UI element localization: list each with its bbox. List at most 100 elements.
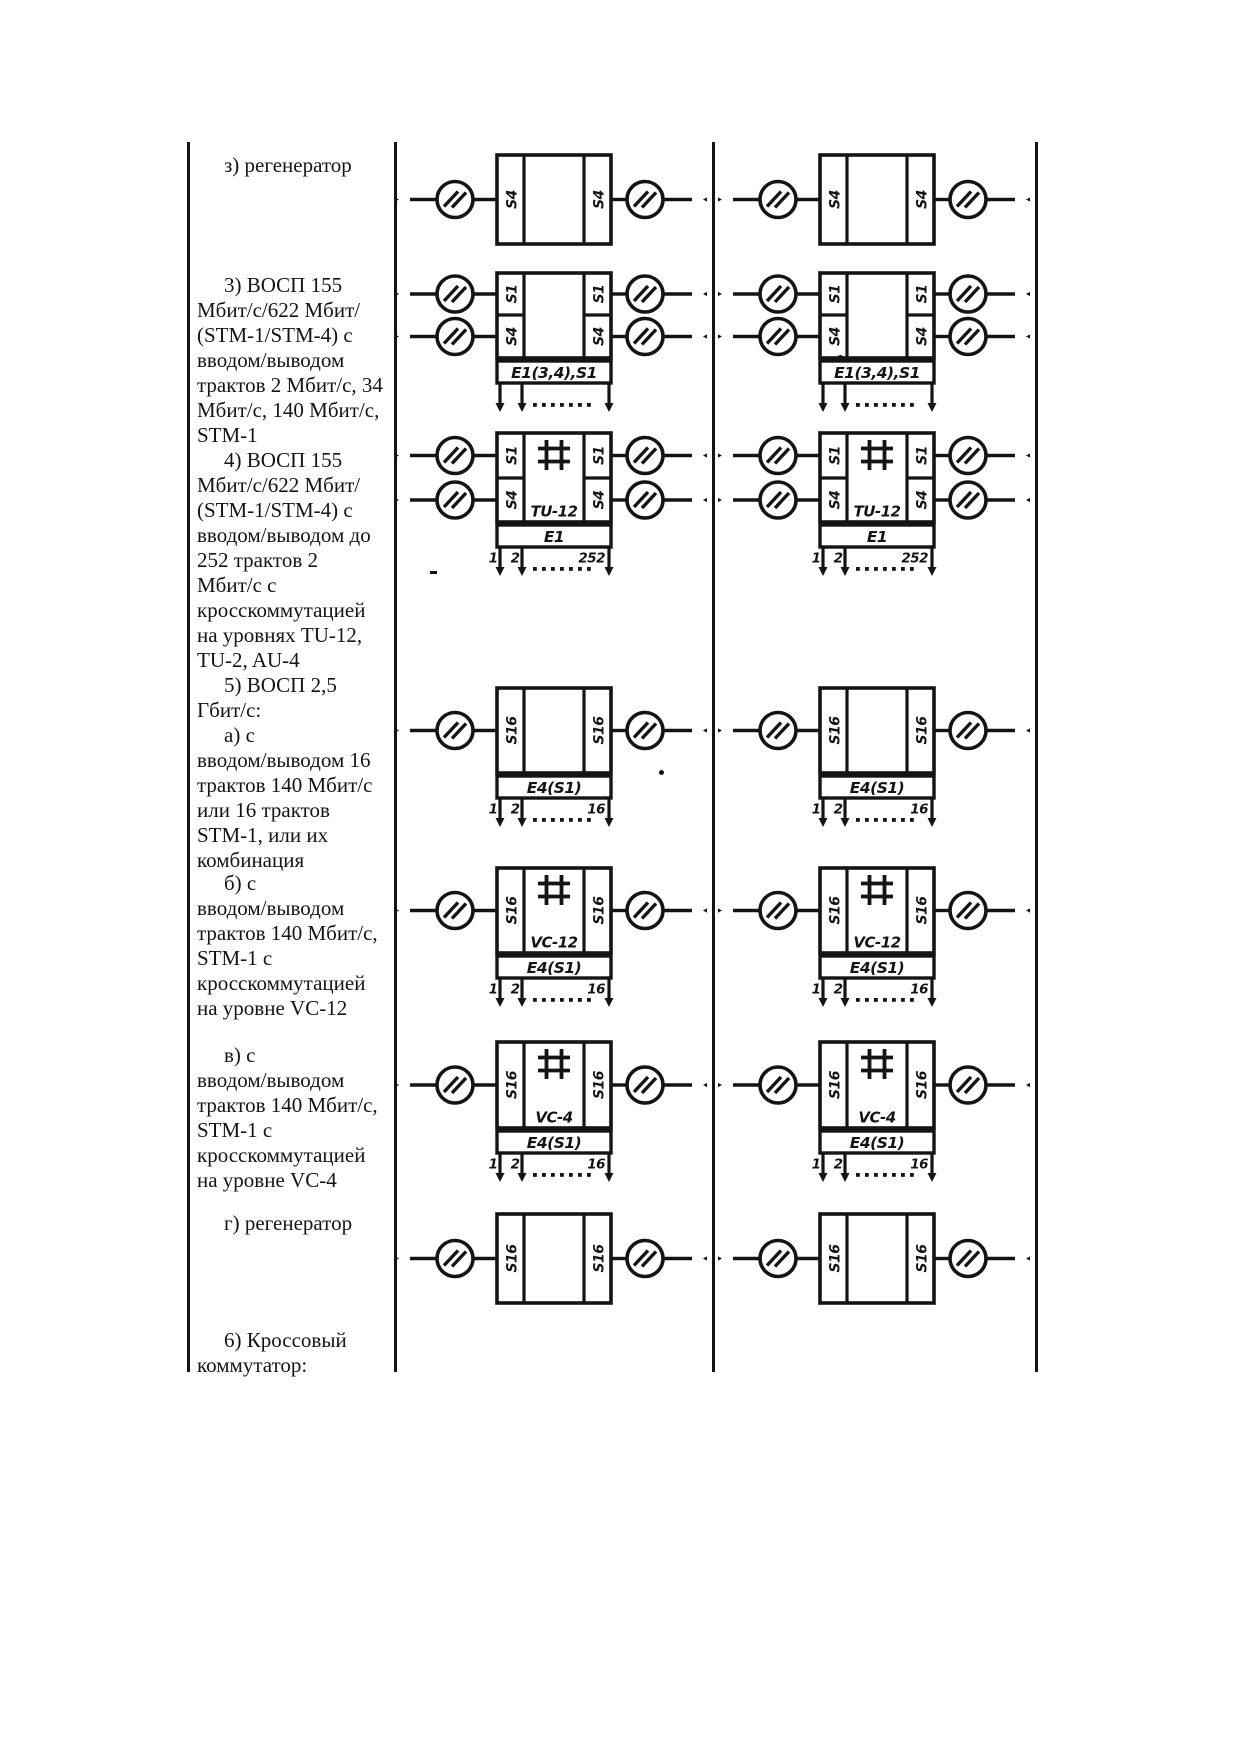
tributary-drop-arrow-icon — [927, 1173, 937, 1182]
wire — [955, 1075, 973, 1094]
optical-connector-icon — [948, 179, 988, 220]
tributary-bus-label: E4(S1) — [527, 959, 582, 977]
text-line: STM-1, или их — [197, 823, 329, 847]
line-out-right-arrow-icon — [703, 287, 715, 301]
optical-connector-icon — [758, 179, 798, 220]
tributary-bus-bar — [818, 359, 936, 385]
tributary-drop-arrow-icon — [840, 1173, 850, 1182]
wire — [632, 446, 650, 464]
optical-connector-icon — [948, 274, 988, 314]
line-out-right-arrow-icon — [1026, 330, 1038, 343]
cross-connect-level-label: VC-12 — [530, 933, 577, 951]
optical-connector-icon — [625, 274, 665, 314]
text-line: вводом/выводом 16 — [197, 748, 371, 772]
optical-connector-icon — [625, 1065, 665, 1105]
wire — [773, 1250, 791, 1268]
wire — [450, 285, 468, 304]
wire — [632, 1249, 650, 1267]
line-out-left-arrow-icon — [387, 904, 399, 917]
optical-connector-icon — [625, 1238, 665, 1279]
text-line: Мбит/с с — [197, 573, 277, 597]
optical-connector-icon — [435, 890, 475, 931]
ellipsis-dots — [856, 998, 914, 1002]
tributary-bus-label: E4(S1) — [527, 779, 582, 797]
optical-connector-icon — [948, 480, 988, 520]
optical-connector-icon — [948, 435, 988, 476]
wire — [963, 722, 981, 740]
ellipsis-dots — [856, 567, 914, 571]
wire — [632, 284, 650, 303]
wire — [963, 285, 981, 304]
wire — [442, 284, 460, 303]
tick-label: 1 — [812, 1157, 821, 1173]
tributary-drop-arrow-icon — [517, 998, 527, 1007]
line-out-left-arrow-icon — [387, 1078, 399, 1092]
aggregate-port-label: S16 — [914, 1244, 930, 1273]
tributary-drop-arrow-icon — [495, 403, 505, 412]
wire — [450, 1250, 468, 1268]
tributary-drop-arrow-icon — [840, 818, 850, 827]
text-line: (STM-1/STM-4) с — [197, 498, 353, 522]
ellipsis-dots — [533, 567, 591, 571]
tributary-drop-arrow-icon — [818, 403, 828, 412]
optical-connector-icon — [948, 890, 988, 931]
wire — [773, 902, 791, 920]
tributary-drop-arrow-icon — [517, 1173, 527, 1182]
text-line: вводом/выводом до — [197, 523, 371, 547]
wire — [773, 328, 791, 346]
tributary-drop-arrow-icon — [495, 1173, 505, 1182]
optical-connector-icon — [435, 274, 475, 314]
tributary-bus-label: E4(S1) — [850, 959, 905, 977]
wire — [450, 722, 468, 740]
aggregate-port-label: S1 — [591, 285, 607, 304]
wire — [773, 722, 791, 740]
tributary-drop-arrow-icon — [517, 818, 527, 827]
tick-label: 16 — [587, 1157, 605, 1173]
wire — [963, 902, 981, 920]
tributary-bus-bar — [818, 1129, 936, 1155]
optical-connector-icon — [435, 316, 475, 357]
wire — [963, 447, 981, 465]
wire — [963, 1076, 981, 1095]
tick-label: 2 — [511, 982, 520, 998]
text-line: или 16 трактов — [197, 798, 330, 822]
optical-connector-icon — [435, 1238, 475, 1279]
wire — [442, 490, 460, 509]
tick-label: 1 — [812, 802, 821, 818]
tick-label: 2 — [511, 551, 520, 567]
cross-connect-level-label: VC-4 — [858, 1108, 895, 1126]
line-out-right-arrow-icon — [703, 493, 715, 507]
tick-label: 252 — [578, 551, 605, 567]
aggregate-port-label: S16 — [914, 716, 930, 745]
wire — [442, 1249, 460, 1267]
wire — [765, 327, 783, 345]
wire — [955, 190, 973, 208]
wire — [450, 447, 468, 465]
aggregate-port-label: S1 — [591, 446, 607, 465]
aggregate-port-label: S16 — [591, 896, 607, 925]
tick-label: 2 — [834, 802, 843, 818]
tributary-drop-arrow-icon — [495, 567, 505, 576]
equipment-box — [818, 866, 936, 955]
aggregate-port-label: S1 — [914, 446, 930, 465]
optical-connector-icon — [625, 435, 665, 476]
tributary-bus-label: E1(3,4),S1 — [834, 364, 920, 382]
wire — [955, 1249, 973, 1267]
tributary-drop-arrow-icon — [517, 567, 527, 576]
text-line: Мбит/с/622 Мбит/ — [197, 298, 361, 322]
line-out-left-arrow-icon — [387, 1252, 399, 1265]
wire — [773, 285, 791, 304]
aggregate-port-label: S1 — [504, 446, 520, 465]
text-line: трактов 140 Мбит/с — [197, 773, 373, 797]
tributary-drop-arrow-icon — [604, 998, 614, 1007]
cross-connect-icon — [538, 440, 570, 470]
line-out-left-arrow-icon — [710, 330, 722, 343]
text-line: з) регенератор — [224, 153, 352, 177]
text-line: кросскоммутацией — [197, 598, 366, 622]
